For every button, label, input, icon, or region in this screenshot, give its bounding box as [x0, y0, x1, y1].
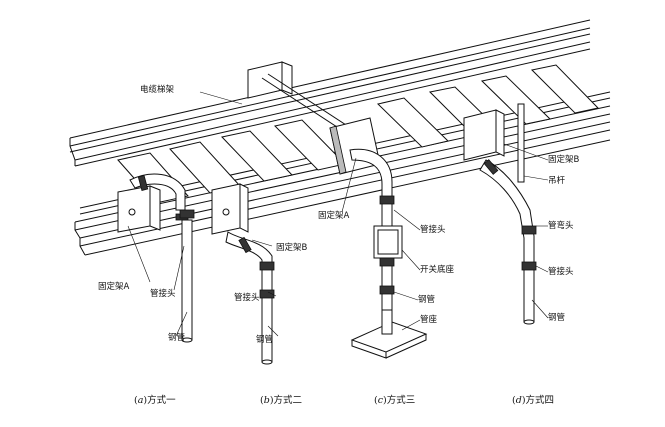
method-a-assembly: [117, 173, 195, 343]
label-switch-base: 开关底座: [420, 265, 455, 275]
label-bracket-a-left: 固定架A: [98, 282, 130, 292]
caption-method-d: (d)方式四: [512, 395, 555, 406]
caption-method-c: (c)方式三: [374, 395, 416, 406]
caption-method-a: (a)方式一: [134, 395, 176, 406]
label-pipe-joint-d: 管接头: [548, 267, 574, 277]
method-c-assembly: [247, 61, 428, 359]
label-steel-pipe-d: 钢管: [548, 313, 566, 323]
label-pipe-elbow: 管弯头: [548, 221, 574, 231]
leader-lines: [127, 91, 549, 337]
label-bracket-a-mid: 固定架A: [318, 211, 350, 221]
caption-a-text: 方式一: [147, 395, 176, 406]
caption-c-letter: c: [377, 395, 384, 406]
caption-a-letter: a: [137, 395, 144, 406]
caption-c-text: 方式三: [386, 395, 416, 406]
label-steel-pipe-b: 钢管: [256, 335, 274, 345]
label-bracket-b-mid: 固定架B: [276, 243, 308, 253]
caption-d-letter: d: [515, 395, 522, 406]
caption-b-text: 方式二: [273, 395, 303, 406]
label-bracket-b-right: 固定架B: [548, 155, 580, 165]
label-pipe-joint-a: 管接头: [150, 289, 176, 299]
label-pipe-joint-c: 管接头: [420, 225, 446, 235]
label-steel-pipe-a: 钢管: [168, 333, 186, 343]
method-b-assembly: [211, 183, 275, 365]
label-cable-tray: 电缆梯架: [140, 85, 175, 95]
caption-b-letter: b: [263, 395, 270, 406]
caption-d-text: 方式四: [525, 395, 555, 406]
caption-method-b: (b)方式二: [260, 395, 303, 406]
label-pipe-joint-b: 管接头: [234, 293, 260, 303]
method-d-assembly: [463, 103, 537, 325]
label-steel-pipe-c: 钢管: [418, 295, 436, 305]
label-pipe-seat: 管座: [420, 315, 438, 325]
label-hanger-rod: 吊杆: [548, 176, 566, 186]
